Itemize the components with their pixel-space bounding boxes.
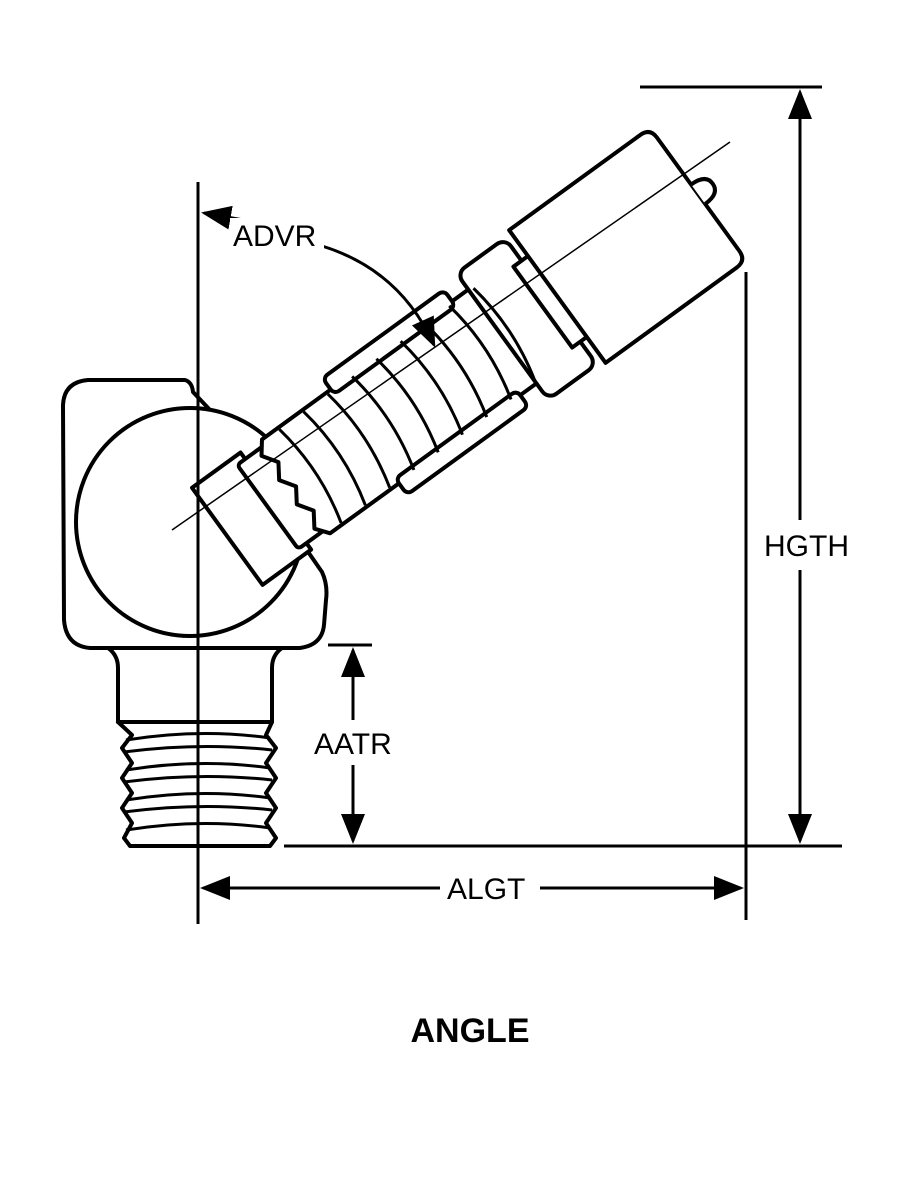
centerlines xyxy=(171,141,731,924)
diagram-caption: ANGLE xyxy=(411,1012,530,1050)
aatr-label: AATR xyxy=(314,728,392,761)
cap xyxy=(507,130,745,365)
hgth-label-bg xyxy=(762,528,854,564)
advr-label-bg xyxy=(230,218,324,252)
hgth-label: HGTH xyxy=(764,530,849,563)
lower-threaded-stem xyxy=(106,646,284,848)
angled-thread-lines xyxy=(278,287,537,524)
angled-centerline xyxy=(171,141,731,531)
aatr-label-bg xyxy=(312,726,406,762)
algt-label: ALGT xyxy=(447,873,525,906)
angled-stem xyxy=(190,130,745,587)
dimension-lines xyxy=(200,85,842,920)
advr-label: ADVR xyxy=(233,220,316,253)
